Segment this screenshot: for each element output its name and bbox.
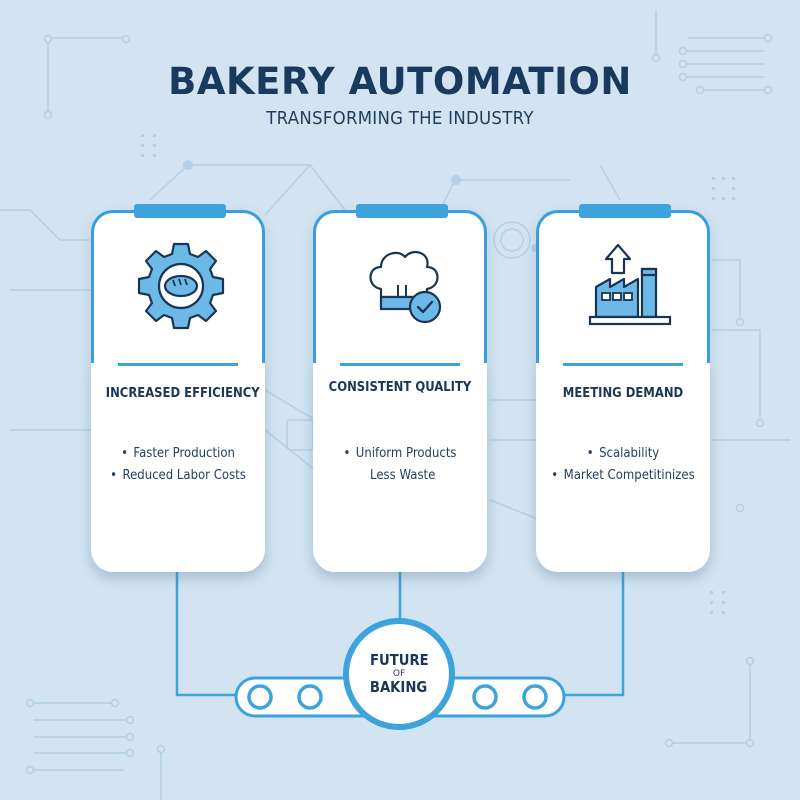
gear-bread-icon xyxy=(137,242,225,330)
hub-label-line2: OF xyxy=(392,669,406,679)
card-tab xyxy=(356,204,448,218)
list-item: •Scalability xyxy=(586,446,660,461)
card-heading: MEETING DEMAND xyxy=(562,385,684,401)
future-of-baking-hub: FUTURE OF BAKING xyxy=(343,618,455,730)
card-bullet-list: •Faster Production •Reduced Labor Costs xyxy=(94,443,262,487)
card-heading: INCREASED EFFICIENCY xyxy=(105,385,260,401)
card-increased-efficiency: INCREASED EFFICIENCY •Faster Production … xyxy=(91,204,265,572)
card-bullet-list: •Uniform Products Less Waste xyxy=(316,443,484,487)
list-item: •Market Competitinizes xyxy=(551,468,695,483)
card-divider xyxy=(563,363,683,366)
card-tab xyxy=(579,204,671,218)
card-divider xyxy=(340,363,460,366)
card-bullet-list: •Scalability •Market Competitinizes xyxy=(539,443,707,487)
hub-label-line3: BAKING xyxy=(370,678,428,696)
factory-growth-icon xyxy=(588,243,672,326)
card-divider xyxy=(118,363,238,366)
chef-hat-check-icon xyxy=(369,250,442,324)
list-item: •Reduced Labor Costs xyxy=(110,468,246,483)
card-tab xyxy=(134,204,226,218)
page-title: BAKERY AUTOMATION xyxy=(168,60,632,103)
hub-label-line1: FUTURE xyxy=(369,651,429,669)
card-heading: CONSISTENT QUALITY xyxy=(328,379,472,395)
page-subtitle: TRANSFORMING THE INDUSTRY xyxy=(266,108,534,129)
list-item: •Uniform Products xyxy=(343,446,457,461)
card-consistent-quality: CONSISTENT QUALITY •Uniform Products Les… xyxy=(313,204,487,572)
list-item: Less Waste xyxy=(370,468,436,483)
card-meeting-demand: MEETING DEMAND •Scalability •Market Comp… xyxy=(536,204,710,572)
list-item: •Faster Production xyxy=(121,446,235,461)
